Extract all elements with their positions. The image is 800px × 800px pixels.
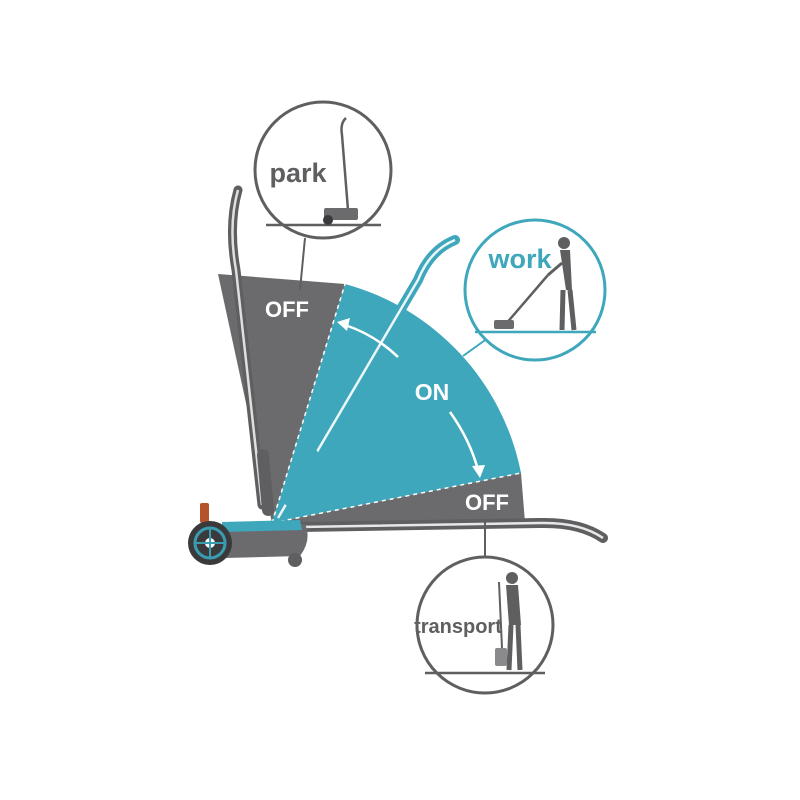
off-bottom-label: OFF	[465, 490, 509, 515]
work-connector	[462, 337, 489, 357]
off-transport-sector	[272, 473, 525, 525]
mower-body	[200, 503, 308, 567]
transport-inset: transport	[414, 555, 555, 695]
off-park-sector	[218, 274, 345, 523]
work-label: work	[487, 244, 552, 274]
work-inset: work	[463, 218, 607, 362]
on-arc-arrow-up	[337, 318, 399, 358]
work-person-icon	[494, 237, 577, 331]
transport-label: transport	[414, 616, 502, 638]
park-inset: park	[253, 100, 393, 240]
on-work-sector	[272, 284, 521, 523]
on-label: ON	[415, 379, 450, 405]
transport-person-icon	[495, 572, 523, 671]
park-connector	[299, 237, 306, 291]
off-top-label: OFF	[265, 297, 309, 322]
transport-handle	[295, 517, 608, 543]
work-handle	[273, 235, 460, 523]
on-arc-arrow-down	[448, 411, 485, 478]
park-mower-icon	[323, 117, 358, 225]
park-label: park	[269, 158, 327, 188]
mower-wheel	[188, 521, 232, 565]
park-handle	[227, 185, 274, 516]
